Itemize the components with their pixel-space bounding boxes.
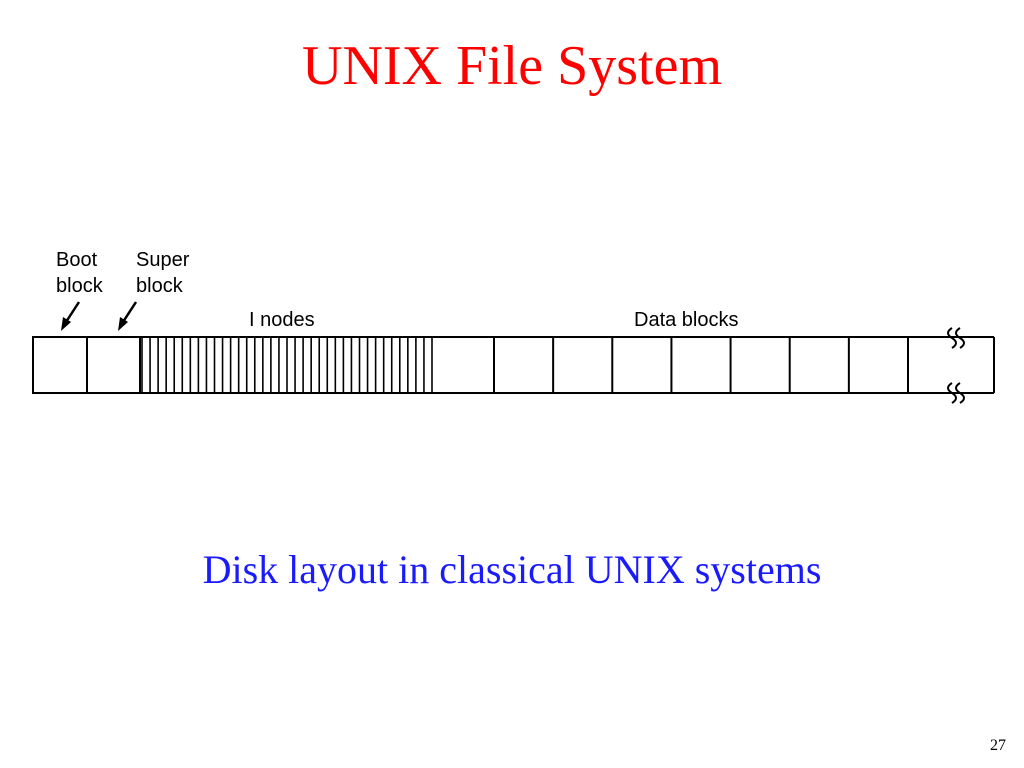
super-block-cell <box>86 336 141 394</box>
boot-block-arrow-icon <box>61 301 81 331</box>
super-block-arrow-icon <box>118 301 138 331</box>
super-block-label-line2: block <box>136 275 184 297</box>
boot-block-label-line2: block <box>56 275 104 297</box>
data-blocks-region <box>493 337 909 393</box>
data-blocks-label: Data blocks <box>634 309 739 331</box>
top-break-mark-icon <box>947 327 965 349</box>
boot-block-label-line1: Boot <box>56 249 98 271</box>
bottom-break-mark-icon <box>947 382 965 404</box>
disk-strip <box>32 336 995 394</box>
boot-block-cell <box>32 336 88 394</box>
inode-region <box>141 337 433 393</box>
slide-caption: Disk layout in classical UNIX systems <box>202 547 822 592</box>
super-block-label-line1: Super <box>136 249 190 271</box>
page-number: 27 <box>990 737 1006 754</box>
slide-title: UNIX File System <box>302 35 722 97</box>
inodes-label: I nodes <box>249 309 315 331</box>
